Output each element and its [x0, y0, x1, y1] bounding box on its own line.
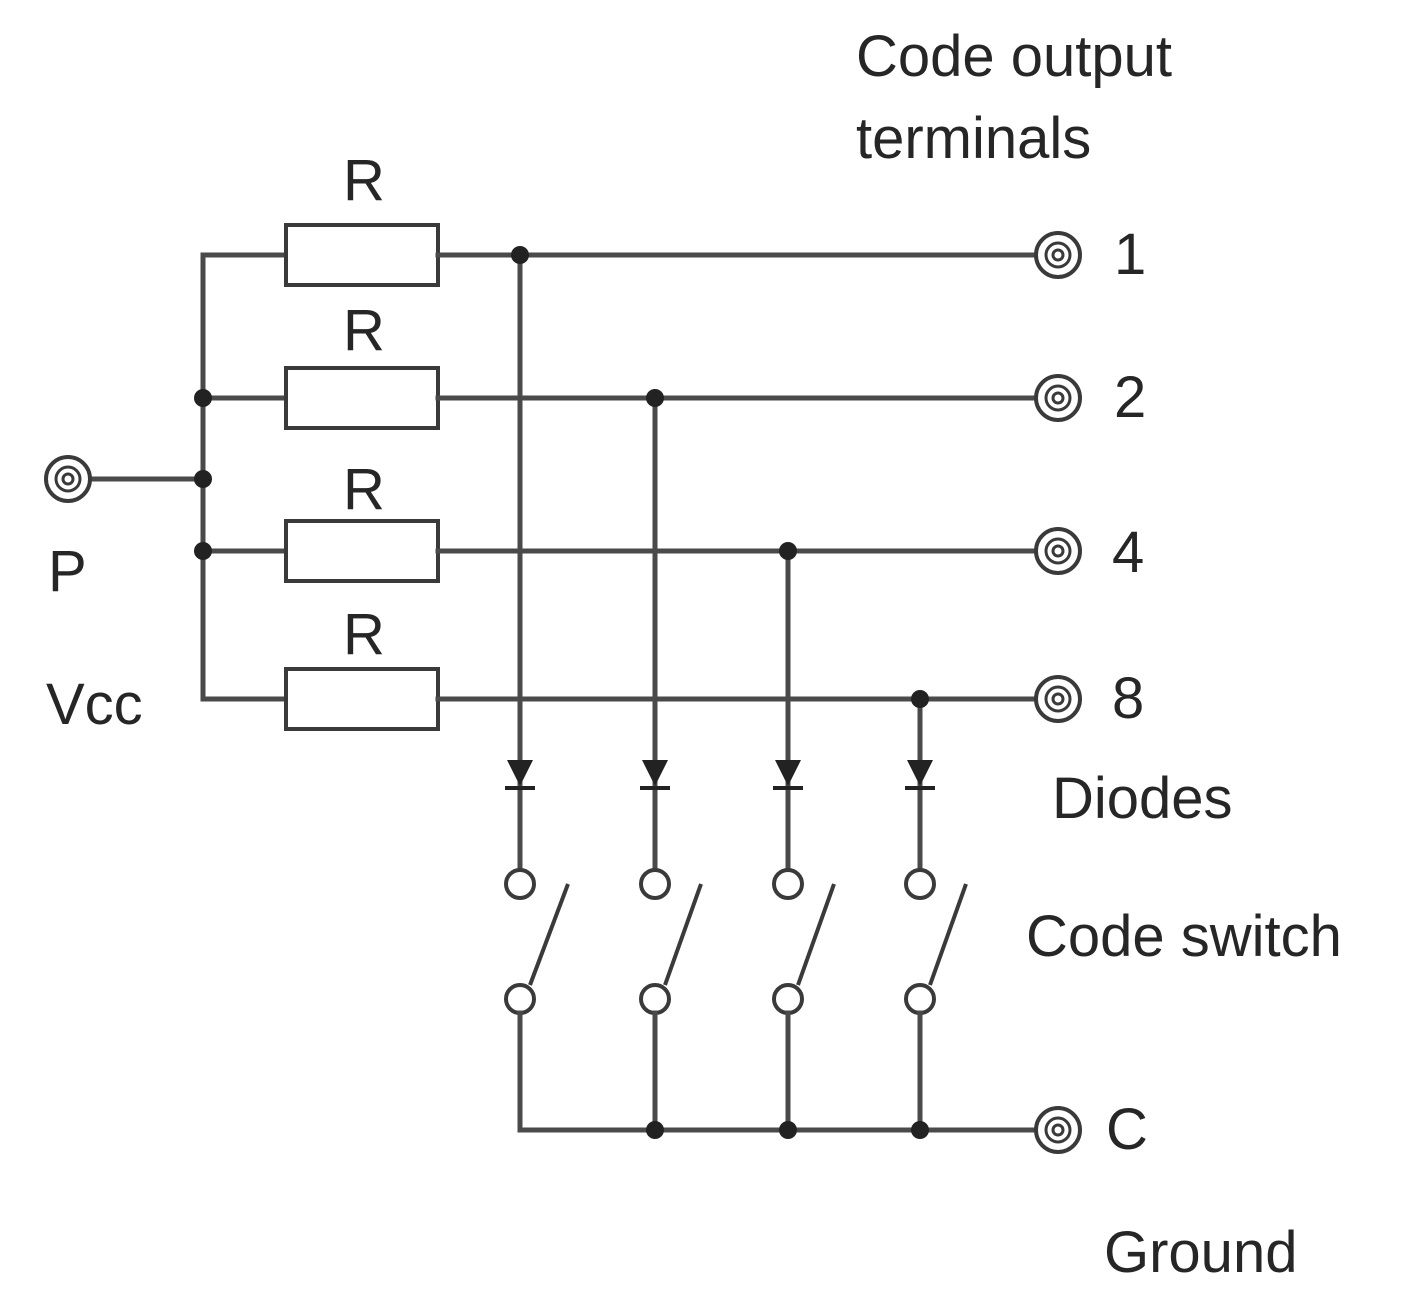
output-label-8: 8 — [1112, 666, 1145, 731]
output-label-4: 4 — [1112, 520, 1145, 585]
junction-dot — [646, 389, 664, 407]
switch-2 — [639, 868, 703, 1015]
junction-dot — [194, 389, 212, 407]
terminal-4 — [1034, 527, 1082, 575]
diode-4 — [905, 760, 935, 790]
supply-label: Vcc — [46, 672, 143, 737]
diode-1 — [505, 760, 535, 790]
junction-dot — [194, 542, 212, 560]
resistor-label-1: R — [343, 148, 385, 213]
output-label-2: 2 — [1114, 365, 1147, 430]
resistor-label-2: R — [343, 298, 385, 363]
resistor-label-3: R — [343, 457, 385, 522]
junction-dot — [779, 1121, 797, 1139]
title-line-2: terminals — [856, 106, 1092, 171]
switch-4 — [904, 868, 968, 1015]
switch-3 — [772, 868, 836, 1015]
junction-dot — [779, 542, 797, 560]
input-terminal-label: P — [48, 539, 87, 604]
terminal-c — [1034, 1106, 1082, 1154]
diode-3 — [773, 760, 803, 790]
common-terminal-label: C — [1106, 1097, 1148, 1162]
terminal-2 — [1034, 374, 1082, 422]
junction-dot — [194, 470, 212, 488]
junction-dot — [511, 246, 529, 264]
junction-dot — [911, 690, 929, 708]
resistor-label-4: R — [343, 602, 385, 667]
junction-dot — [911, 1121, 929, 1139]
diodes-label: Diodes — [1052, 766, 1233, 831]
resistor-2 — [284, 366, 440, 430]
output-label-1: 1 — [1114, 222, 1147, 287]
resistor-4 — [284, 667, 440, 731]
terminal-1 — [1034, 231, 1082, 279]
terminal-p — [44, 455, 92, 503]
diode-2 — [640, 760, 670, 790]
junction-dot — [646, 1121, 664, 1139]
resistor-1 — [284, 223, 440, 287]
code-switch-label: Code switch — [1026, 904, 1342, 969]
switch-1 — [504, 868, 570, 1015]
resistor-3 — [284, 519, 440, 583]
terminal-8 — [1034, 675, 1082, 723]
ground-label: Ground — [1104, 1220, 1298, 1285]
title-line-1: Code output — [856, 24, 1173, 89]
